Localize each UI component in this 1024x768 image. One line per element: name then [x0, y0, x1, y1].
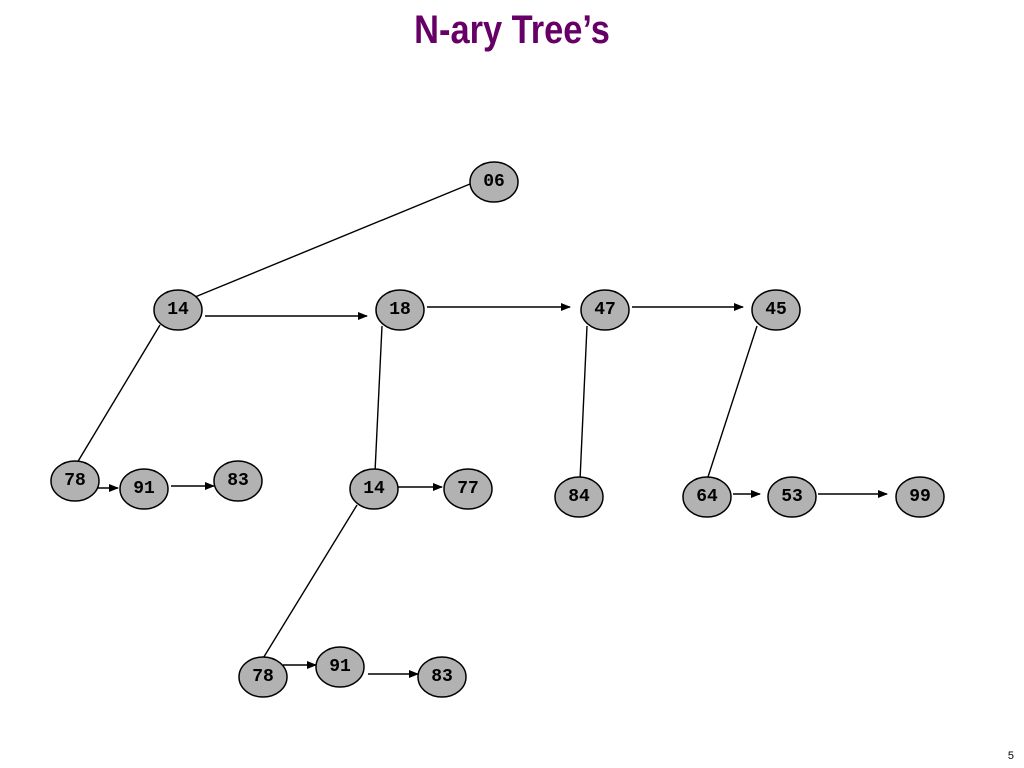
node-label: 53 [781, 487, 803, 507]
tree-node: 77 [443, 468, 493, 510]
tree-node: 45 [751, 289, 801, 331]
node-label: 78 [252, 667, 274, 687]
node-label: 91 [329, 657, 351, 677]
node-label: 45 [765, 300, 787, 320]
node-label: 14 [167, 300, 189, 320]
edge-14-to-78 [76, 324, 161, 464]
tree-node: 91 [315, 646, 365, 688]
node-label: 14 [363, 479, 385, 499]
tree-node: 99 [895, 476, 945, 518]
tree-node: 53 [767, 476, 817, 518]
node-label: 77 [457, 479, 479, 499]
edge-45-to-64 [706, 325, 758, 481]
node-label: 83 [227, 471, 249, 491]
edge-18-to-14 [374, 325, 383, 473]
tree-node: 47 [580, 289, 630, 331]
node-label: 91 [133, 479, 155, 499]
node-label: 99 [909, 487, 931, 507]
tree-node: 18 [375, 289, 425, 331]
tree-node: 78 [238, 656, 288, 698]
edge-47-to-84 [579, 325, 588, 481]
node-label: 84 [568, 487, 590, 507]
slide-title: N-ary Tree’s [414, 8, 610, 52]
node-label: 83 [431, 667, 453, 687]
tree-node: 83 [417, 656, 467, 698]
tree-node: 91 [119, 468, 169, 510]
edge-06-to-14 [194, 183, 471, 298]
tree-node: 14 [349, 468, 399, 510]
tree-node: 84 [554, 476, 604, 518]
node-label: 18 [389, 300, 411, 320]
edge-14-to-78-lower [261, 504, 358, 661]
node-label: 06 [483, 172, 505, 192]
node-label: 64 [696, 487, 718, 507]
tree-node: 06 [469, 161, 519, 203]
tree-node: 83 [213, 460, 263, 502]
tree-node: 64 [682, 476, 732, 518]
node-label: 78 [64, 471, 86, 491]
tree-node: 14 [153, 289, 203, 331]
tree-node: 78 [50, 460, 100, 502]
node-label: 47 [594, 300, 616, 320]
page-number: 5 [1007, 750, 1014, 762]
